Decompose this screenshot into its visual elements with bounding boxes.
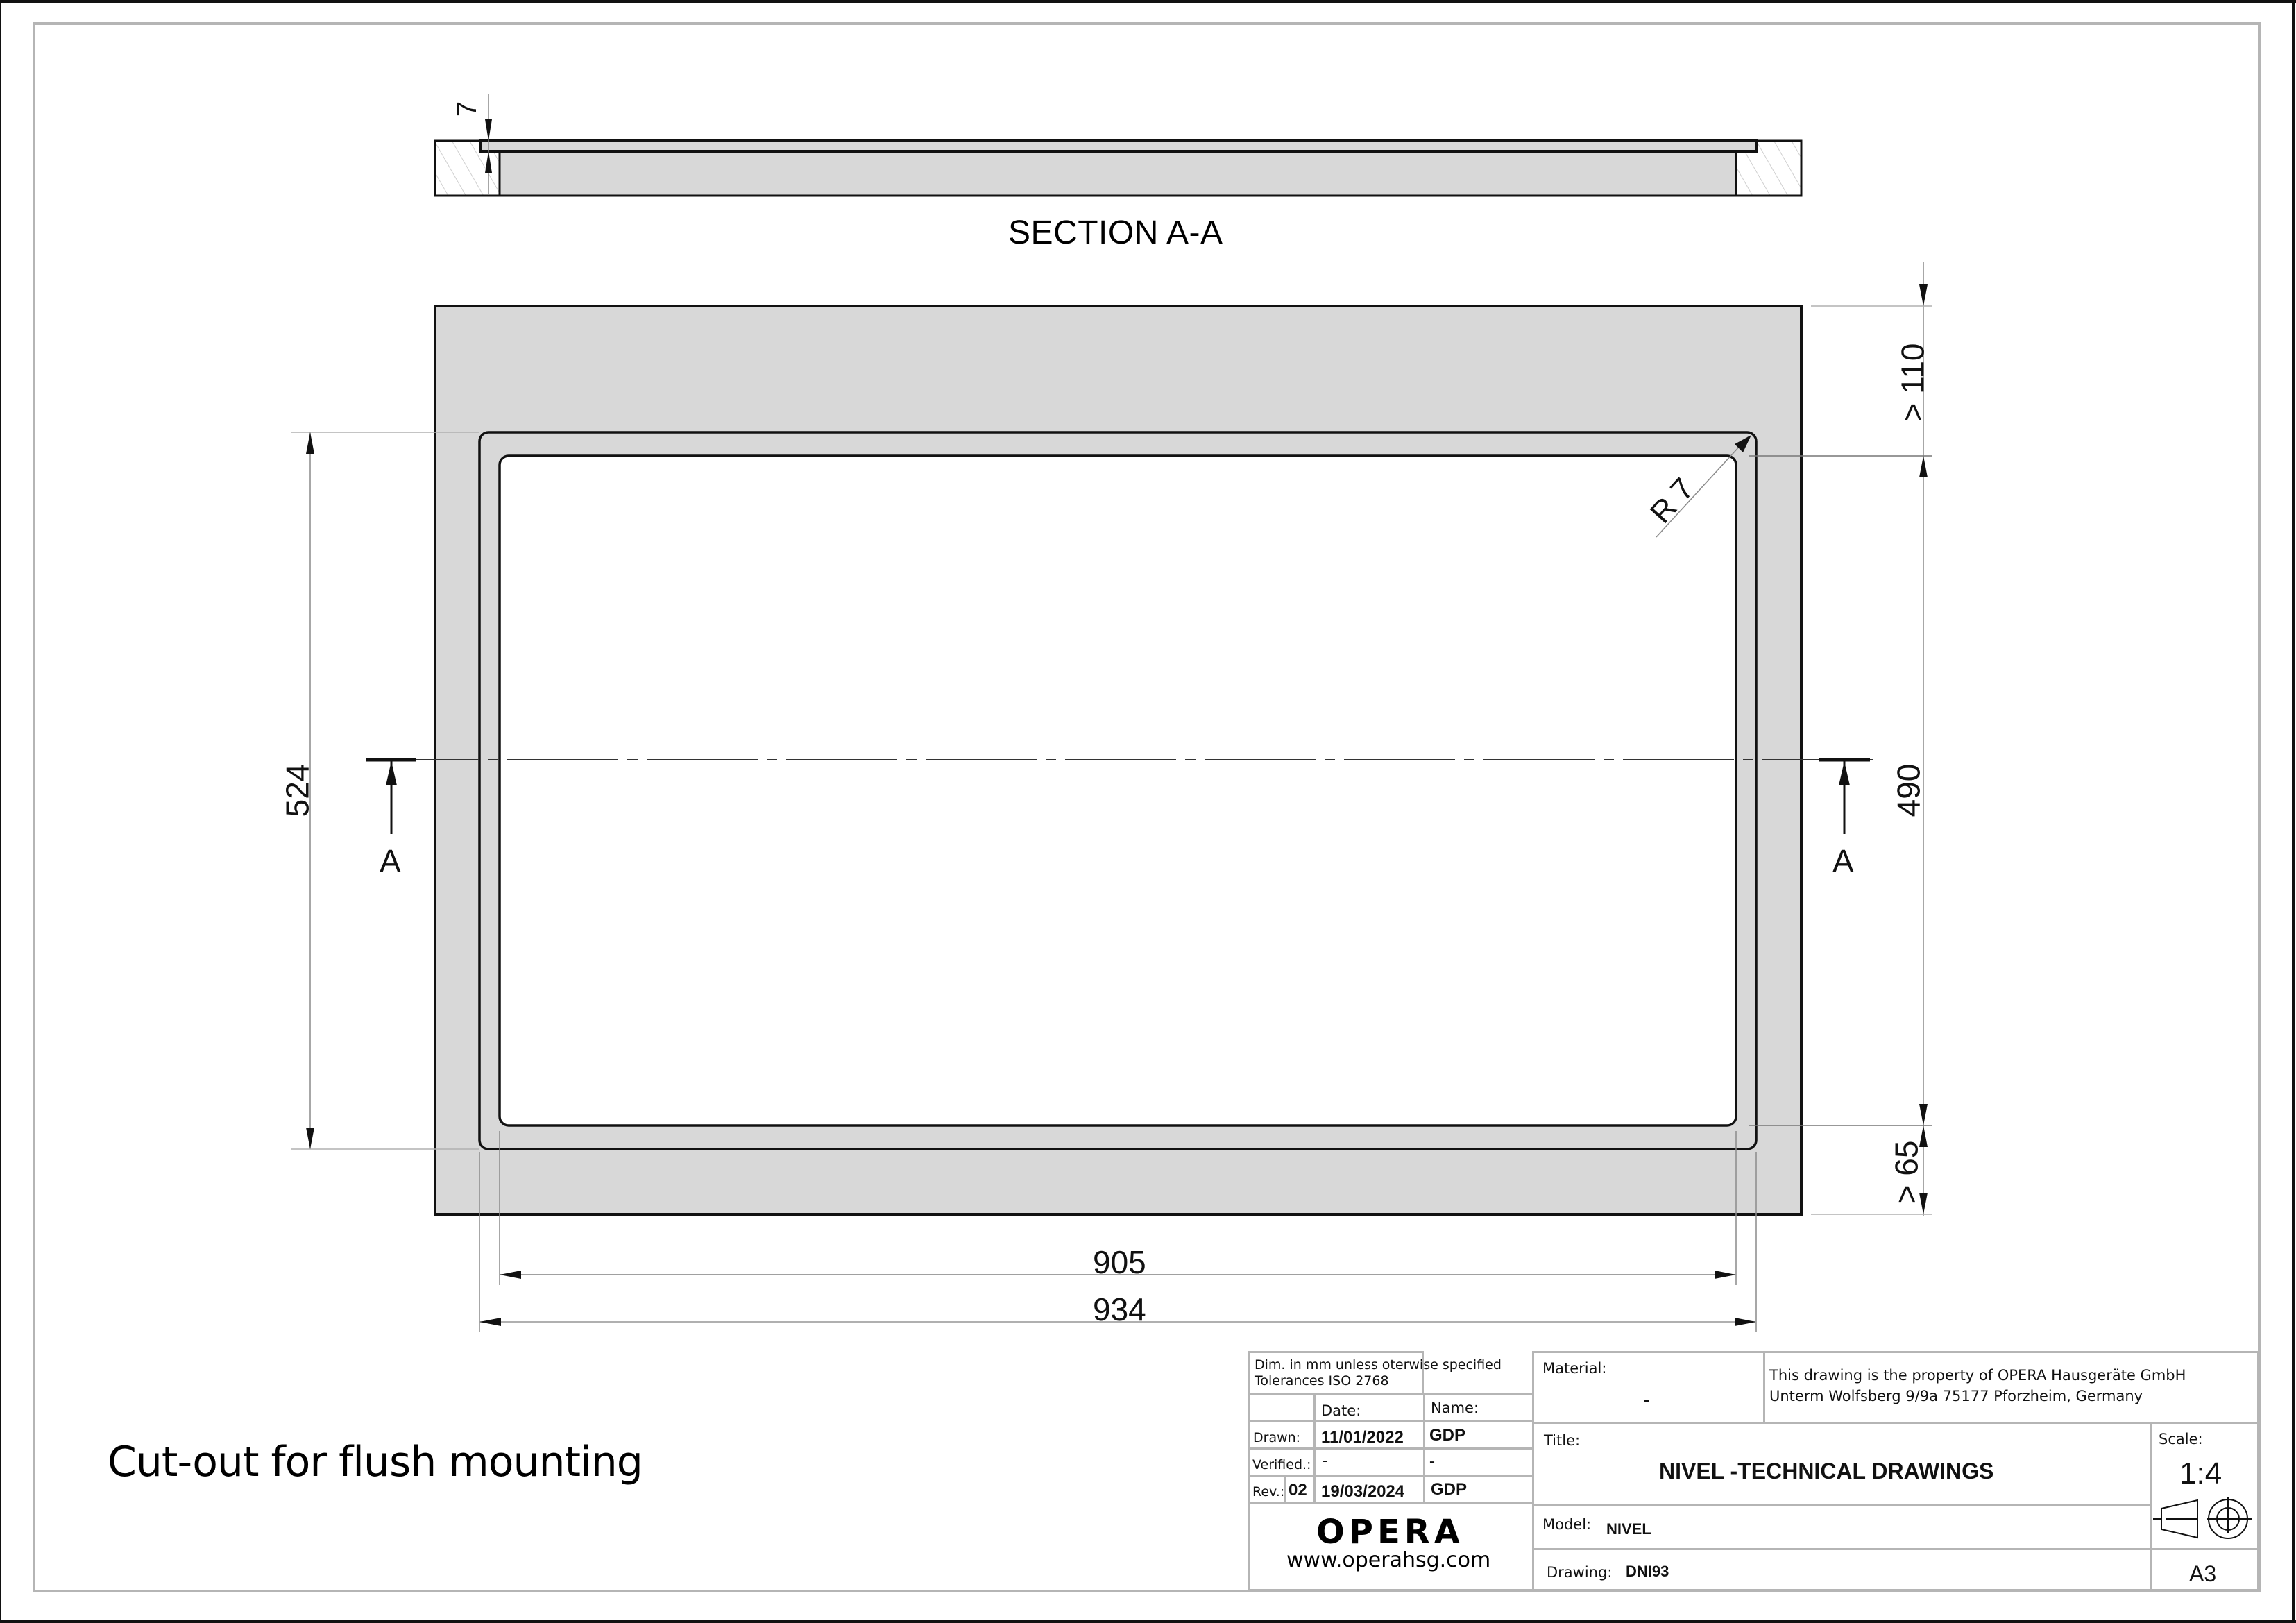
plan-view (291, 262, 1932, 1332)
tb-model-value: NIVEL (1606, 1520, 1651, 1538)
tb-drawing-cell: Drawing: DNI93 (1532, 1548, 2152, 1591)
tb-property-cell: This drawing is the property of OPERA Ha… (1763, 1351, 2259, 1424)
tb-date-header-cell: Date: (1313, 1393, 1425, 1422)
outer-height-dim: 524 (279, 763, 316, 817)
tb-drawn-label: Drawn: (1253, 1430, 1301, 1445)
website-link[interactable]: www.operahsg.com (1286, 1548, 1491, 1572)
tb-date-header: Date: (1321, 1402, 1361, 1419)
tb-rev-name-cell: GDP (1423, 1475, 1534, 1504)
tb-name-header: Name: (1431, 1400, 1479, 1416)
tb-title-cell: Title: NIVEL -TECHNICAL DRAWINGS (1532, 1422, 2152, 1506)
inner-height-dim: 490 (1890, 763, 1927, 817)
tb-sheet-size-cell: A3 (2150, 1548, 2259, 1591)
tb-scale-value: 1:4 (2179, 1456, 2222, 1490)
tb-rev-number-cell: 02 (1284, 1475, 1316, 1504)
section-marker-right: A (1832, 843, 1854, 879)
tb-verified-name-cell: - (1423, 1447, 1534, 1477)
tb-drawing-label: Drawing: (1547, 1564, 1613, 1581)
section-thickness-dim: 7 (452, 101, 483, 117)
tb-drawn-label-cell: Drawn: (1248, 1420, 1316, 1450)
tb-drawing-value: DNI93 (1626, 1563, 1669, 1580)
inner-frame (33, 22, 2261, 1592)
tb-rev-name: GDP (1431, 1480, 1468, 1499)
top-clearance-dim: > 110 (1894, 343, 1931, 422)
tb-model-label: Model: (1542, 1516, 1592, 1533)
title-block: Dim. in mm unless oterwise specified Tol… (1248, 1351, 2259, 1591)
tb-verified-label-cell: Verified.: (1248, 1447, 1316, 1477)
tb-blank-header (1248, 1393, 1316, 1422)
tb-rev-label: Rev.: (1252, 1484, 1285, 1499)
bottom-clearance-dim: > 65 (1888, 1140, 1925, 1204)
tb-property-line1: This drawing is the property of OPERA Ha… (1769, 1367, 2186, 1384)
tb-verified-date: - (1323, 1452, 1328, 1469)
tb-material-label: Material: (1542, 1360, 1607, 1377)
tb-rev-date: 19/03/2024 (1321, 1482, 1405, 1501)
tb-drawn-name-cell: GDP (1423, 1420, 1534, 1450)
tb-notes-line1: Dim. in mm unless oterwise specified (1255, 1357, 1502, 1373)
tb-name-header-cell: Name: (1423, 1393, 1534, 1422)
drawing-caption: Cut-out for flush mounting (108, 1438, 643, 1486)
opera-logo: OPERA (1316, 1513, 1464, 1552)
tb-property-line2: Unterm Wolfsberg 9/9a 75177 Pforzheim, G… (1769, 1388, 2143, 1404)
tb-drawn-name: GDP (1429, 1426, 1466, 1445)
tb-notes-cell: Dim. in mm unless oterwise specified Tol… (1248, 1351, 1502, 1395)
outer-width-dim: 934 (1093, 1291, 1146, 1327)
section-title: SECTION A-A (1008, 214, 1223, 251)
tb-logo-cell: OPERA www.operahsg.com (1248, 1502, 1534, 1591)
tb-material-value: - (1644, 1391, 1649, 1409)
tb-sheet-size: A3 (2189, 1561, 2217, 1586)
tb-scale-label: Scale: (2159, 1431, 2203, 1447)
tb-title-value: NIVEL -TECHNICAL DRAWINGS (1659, 1459, 1994, 1484)
tb-verified-label: Verified.: (1252, 1457, 1311, 1472)
inner-width-dim: 905 (1093, 1244, 1146, 1280)
tb-drawn-date: 11/01/2022 (1321, 1428, 1404, 1447)
tb-verified-name: - (1429, 1452, 1435, 1471)
tb-rev-number: 02 (1289, 1481, 1307, 1499)
tb-rev-label-cell: Rev.: (1248, 1475, 1286, 1504)
tb-model-cell: Model: NIVEL (1532, 1504, 2152, 1550)
tb-title-label: Title: (1544, 1432, 1581, 1449)
first-angle-projection-icon (2153, 1497, 2252, 1539)
tb-verified-date-cell: - (1313, 1447, 1425, 1477)
section-marker-left: A (380, 843, 401, 879)
tb-scale-cell: Scale: 1:4 (2150, 1422, 2259, 1550)
tb-material-cell: Material: - (1532, 1351, 1765, 1424)
tb-notes-line2: Tolerances ISO 2768 (1255, 1373, 1389, 1388)
section-view (434, 94, 1803, 197)
tb-drawn-date-cell: 11/01/2022 (1313, 1420, 1425, 1450)
tb-rev-date-cell: 19/03/2024 (1313, 1475, 1425, 1504)
